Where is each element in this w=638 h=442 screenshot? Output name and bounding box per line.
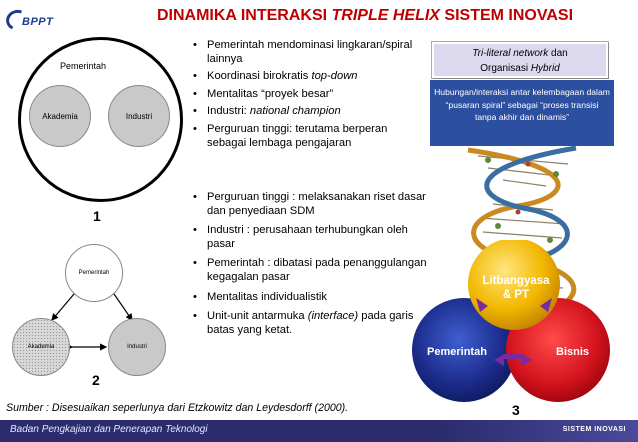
- circle-litbangyasa: [468, 240, 560, 330]
- footer-org-name: Badan Pengkajian dan Penerapan Teknologi: [10, 424, 208, 435]
- diagram1-label-pemerintah: Pemerintah: [60, 61, 107, 71]
- bullet-item: Perguruan tinggi : melaksanakan riset da…: [193, 191, 428, 218]
- circle-pemerintah: [412, 298, 516, 402]
- bullet-item: Pemerintah mendominasi lingkaran/spiral …: [193, 39, 428, 66]
- diagram2-number: 2: [92, 372, 100, 388]
- logo-text: BPPT: [22, 16, 54, 28]
- bullet-list-1: Pemerintah mendominasi lingkaran/spiral …: [193, 39, 428, 154]
- diagram3-label-litbangyasa: Litbangyasa & PT: [482, 275, 550, 301]
- diagram1-number: 1: [93, 208, 101, 224]
- slide-title: DINAMIKA INTERAKSI TRIPLE HELIX SISTEM I…: [156, 7, 574, 24]
- bullet-list-2: Perguruan tinggi : melaksanakan riset da…: [193, 191, 428, 343]
- bullet-item: Koordinasi birokratis top-down: [193, 70, 428, 84]
- source-citation: Sumber : Disesuaikan seperlunya dari Etz…: [6, 402, 349, 414]
- diagram2-circle-pemerintah: Pemerintah: [65, 244, 123, 302]
- diagram3-number: 3: [512, 402, 520, 418]
- footer-bar: Badan Pengkajian dan Penerapan Teknologi…: [0, 420, 638, 442]
- bullet-item: Mentalitas individualistik: [193, 291, 428, 305]
- bullet-item: Pemerintah : dibatasi pada penanggulanga…: [193, 257, 428, 284]
- diagram3-label-pemerintah: Pemerintah: [427, 346, 487, 358]
- diagram3-label-bisnis: Bisnis: [556, 346, 590, 358]
- bullet-item: Mentalitas “proyek besar”: [193, 88, 428, 102]
- diagram2-arrows: [51, 287, 133, 351]
- description-box: Hubungan/interaksi antar kelembagaan dal…: [430, 80, 614, 146]
- bppt-logo: BPPT: [3, 6, 64, 34]
- bullet-item: Industri: national champion: [193, 105, 428, 119]
- bullet-item: Industri : perusahaan terhubungkan oleh …: [193, 224, 428, 251]
- footer-section-name: SISTEM INOVASI: [562, 426, 626, 433]
- diagram1-circle-industri: Industri: [108, 85, 170, 147]
- diagram2-circle-akademia: Akademia: [12, 318, 70, 376]
- diagram3-circles: [412, 240, 610, 402]
- trilateral-network-box: Tri-literal network dan Organisasi Hybri…: [432, 42, 608, 78]
- diagram2-circle-industri: Industri: [108, 318, 166, 376]
- bullet-item: Unit-unit antarmuka (interface) pada gar…: [193, 310, 428, 337]
- diagram1-circle-akademia: Akademia: [29, 85, 91, 147]
- bullet-item: Perguruan tinggi: terutama berperan seba…: [193, 123, 428, 150]
